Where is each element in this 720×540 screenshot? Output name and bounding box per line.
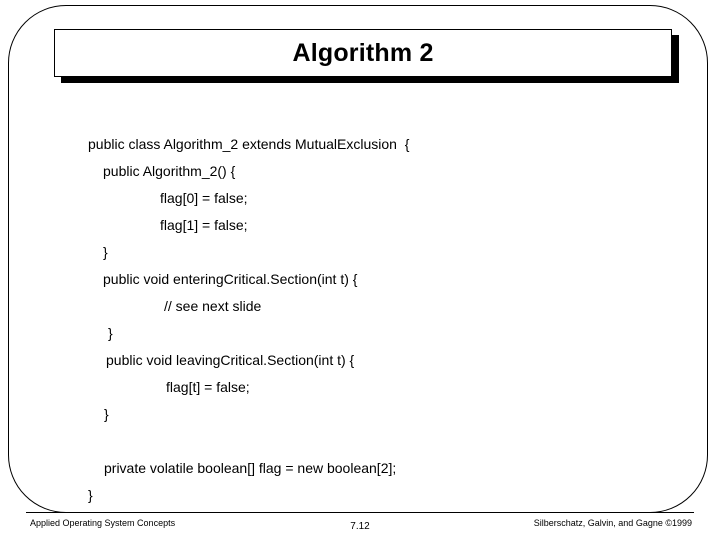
code-line: }	[88, 487, 93, 503]
page-title: Algorithm 2	[292, 38, 434, 67]
code-line: flag[1] = false;	[160, 217, 248, 233]
code-line: // see next slide	[164, 298, 262, 314]
code-line: }	[103, 244, 108, 260]
title-box: Algorithm 2	[54, 29, 672, 77]
code-block: public class Algorithm_2 extends MutualE…	[0, 131, 720, 509]
code-line: }	[104, 406, 109, 422]
code-line-blank	[0, 428, 720, 455]
frame-bottom-mask	[0, 514, 720, 540]
code-line: }	[108, 325, 113, 341]
footer-page-number: 7.12	[350, 521, 370, 532]
code-line: public Algorithm_2() {	[103, 163, 236, 179]
footer-copyright: Silberschatz, Galvin, and Gagne ©1999	[533, 518, 692, 528]
code-line: flag[t] = false;	[166, 379, 250, 395]
footer-book-title: Applied Operating System Concepts	[30, 518, 176, 528]
footer-divider	[26, 512, 694, 513]
code-line: flag[0] = false;	[160, 190, 248, 206]
code-line: public void leavingCritical.Section(int …	[106, 352, 355, 368]
code-line: private volatile boolean[] flag = new bo…	[104, 460, 397, 476]
code-line: public class Algorithm_2 extends MutualE…	[88, 136, 410, 152]
code-line: public void enteringCritical.Section(int…	[103, 271, 358, 287]
